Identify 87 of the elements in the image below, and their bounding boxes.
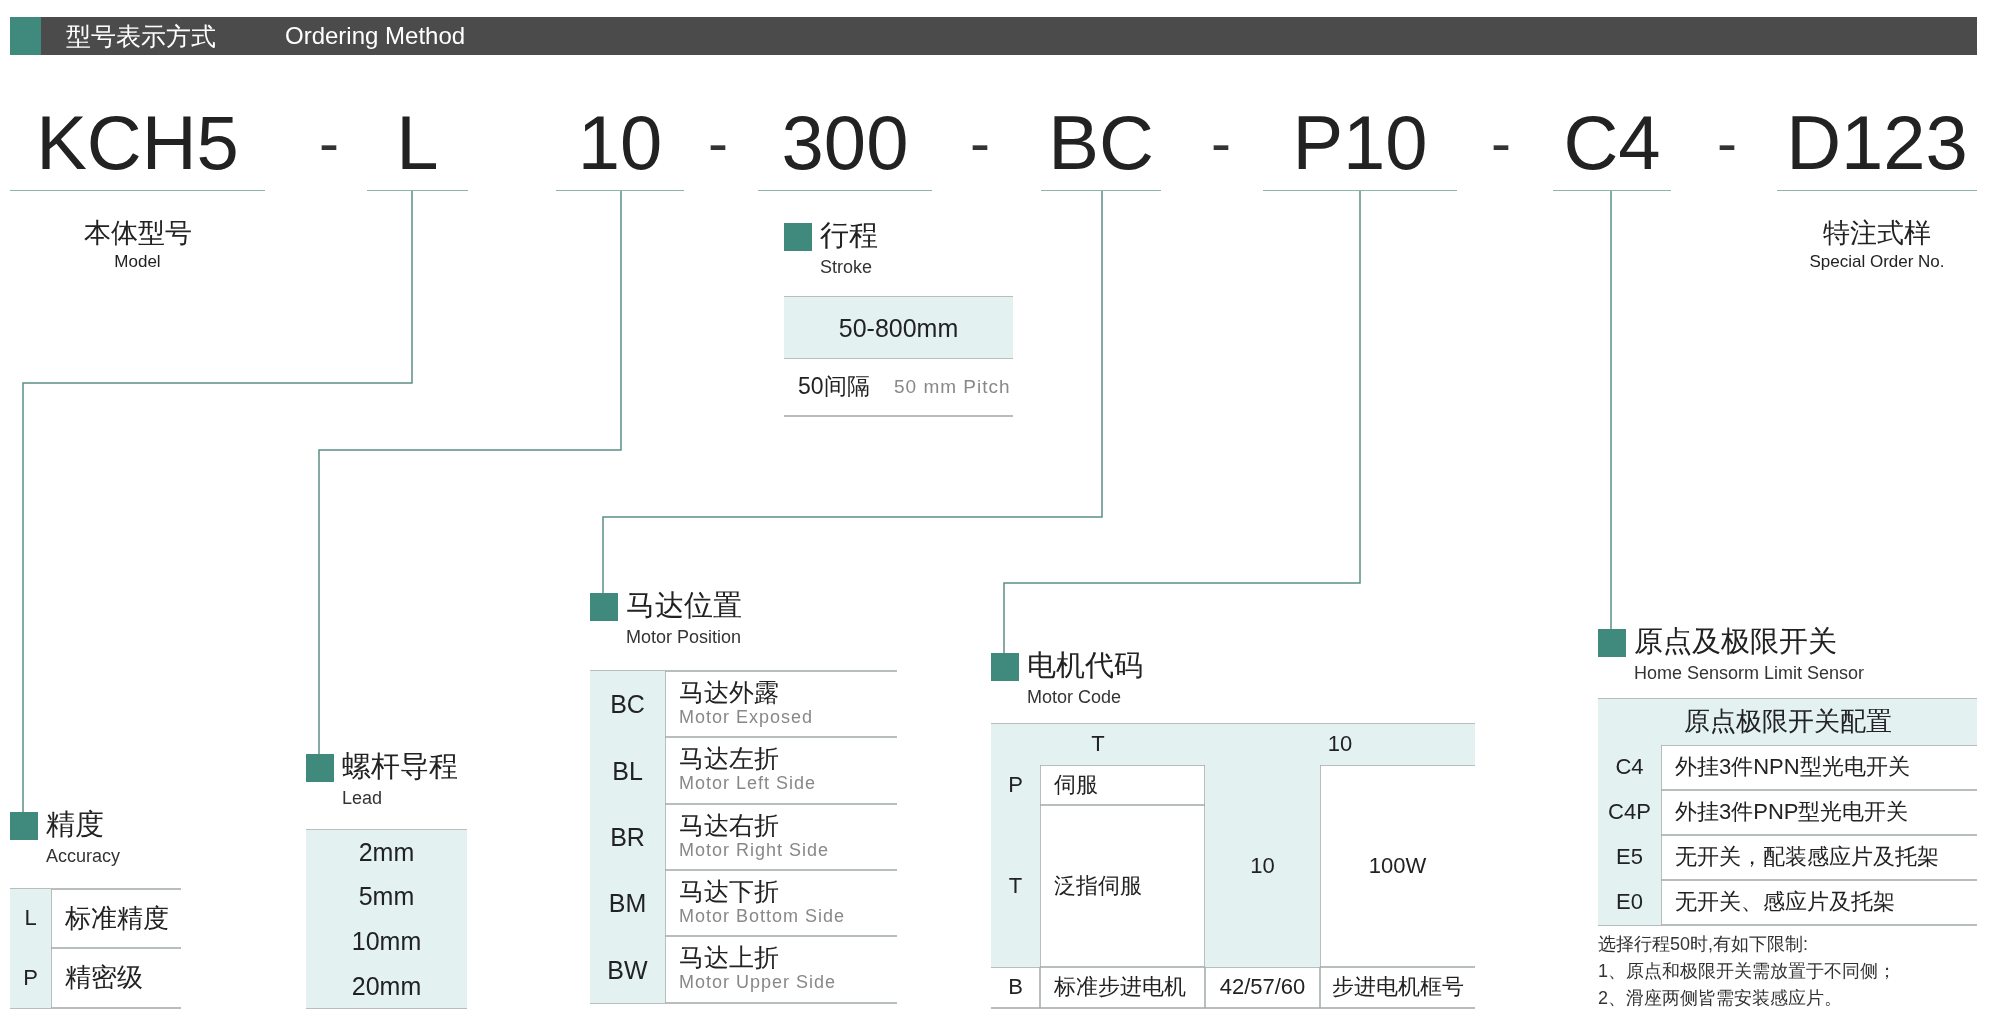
table-cell-text: 外挂3件PNP型光电开关 (1674, 798, 1910, 827)
table-cell: T (991, 805, 1040, 967)
table-cell-text: 外挂3件NPN型光电开关 (1674, 753, 1911, 782)
table-cell-text: 精密级 (64, 961, 144, 995)
english-subtext: Motor Left Side (678, 773, 818, 795)
code-segment: 300 (758, 100, 932, 191)
section-subheading: Stroke (820, 257, 873, 278)
section-heading: 精度 (46, 807, 104, 842)
table-cell: BC (590, 671, 665, 737)
table-cell: 50-800mm (784, 297, 1013, 358)
table-cell: BM (590, 870, 665, 936)
table-cell: BW (590, 936, 665, 1003)
separator-dash: - (1716, 108, 1738, 178)
section-heading: 马达位置 (626, 588, 742, 623)
connector-line (318, 190, 622, 755)
table-cell: 10 (1205, 724, 1475, 765)
table-cell-text: 马达外露 (678, 677, 780, 707)
caption-subtext: Special Order No. (1808, 252, 1946, 272)
table-cell: C4 (1598, 745, 1661, 790)
table-cell-text: 马达右折 (678, 810, 780, 840)
table-cell-text: 伺服 (1053, 770, 1099, 799)
table-cell: L (10, 889, 51, 948)
section-subheading: Motor Position (626, 627, 742, 648)
table-cell: BL (590, 737, 665, 804)
header-subtitle: Ordering Method (285, 20, 467, 51)
section-subheading: Motor Code (1027, 687, 1122, 708)
table-cell-text: 标准精度 (64, 901, 170, 935)
english-subtext: Motor Bottom Side (678, 906, 847, 928)
code-segment: KCH5 (10, 100, 265, 191)
connector-line (22, 190, 413, 813)
code-segment: 10 (556, 100, 684, 191)
table-cell-text: 步进电机框号 (1330, 973, 1465, 1002)
english-subtext: Motor Right Side (678, 840, 831, 862)
connector-line (602, 190, 1103, 594)
table-cell: 20mm (306, 963, 467, 1008)
table-cell: C4P (1598, 790, 1661, 835)
table-cell: P (991, 765, 1040, 805)
table-cell-text: 泛指伺服 (1053, 872, 1143, 901)
table-cell: E0 (1598, 880, 1661, 925)
table-cell-text: 100W (1367, 851, 1428, 880)
section-heading: 行程 (820, 218, 878, 253)
english-subtext: Motor Exposed (678, 707, 815, 729)
section-heading: 螺杆导程 (342, 749, 458, 784)
connector-line (1003, 190, 1361, 654)
header-title: 型号表示方式 (66, 21, 216, 52)
english-subtext: 50 mm Pitch (893, 374, 1012, 399)
table-cell: 5mm (306, 874, 467, 918)
note-text: 2、滑座两侧皆需安装感应片。 (1598, 987, 1843, 1011)
table-cell: BR (590, 804, 665, 870)
caption-text: 特注式样 (1822, 217, 1932, 250)
table-cell: 原点极限开关配置 (1598, 699, 1977, 745)
section-subheading: Home Sensorm Limit Sensor (1634, 663, 1865, 684)
code-segment: D123 (1777, 100, 1977, 191)
note-text: 选择行程50时,有如下限制: (1598, 933, 1810, 957)
separator-dash: - (707, 108, 729, 178)
connector-line (1610, 190, 1612, 630)
table-cell-text: 50间隔 (797, 372, 871, 402)
table-cell-text: 无开关、感应片及托架 (1674, 888, 1896, 917)
table-cell: 10 (1205, 765, 1320, 967)
caption-subtext: Model (113, 252, 162, 272)
table-cell: 2mm (306, 830, 467, 874)
section-subheading: Lead (342, 788, 383, 809)
code-segment: C4 (1553, 100, 1671, 191)
table-cell: 10mm (306, 918, 467, 963)
table-cell-text: 马达下折 (678, 876, 780, 906)
code-segment: P10 (1263, 100, 1457, 191)
section-heading: 电机代码 (1027, 648, 1143, 683)
table-cell-text: 马达左折 (678, 743, 780, 773)
section-heading: 原点及极限开关 (1634, 624, 1837, 659)
table-cell: T (991, 724, 1205, 765)
note-text: 1、原点和极限开关需放置于不同侧； (1598, 960, 1897, 984)
separator-dash: - (318, 108, 340, 178)
section-subheading: Accuracy (46, 846, 121, 867)
table-cell: P (10, 948, 51, 1008)
english-subtext: Motor Upper Side (678, 972, 838, 994)
separator-dash: - (1210, 108, 1232, 178)
table-cell-text: 标准步进电机 (1053, 973, 1187, 1002)
table-cell-text: 无开关，配装感应片及托架 (1674, 843, 1940, 872)
code-segment: BC (1041, 100, 1161, 191)
table-cell-text: 42/57/60 (1218, 973, 1307, 1002)
table-cell-text: B (1007, 973, 1024, 1002)
separator-dash: - (1490, 108, 1512, 178)
separator-dash: - (969, 108, 991, 178)
code-segment: L (367, 100, 468, 191)
caption-text: 本体型号 (82, 217, 193, 250)
table-cell: E5 (1598, 835, 1661, 880)
table-cell-text: 马达上折 (678, 942, 780, 972)
